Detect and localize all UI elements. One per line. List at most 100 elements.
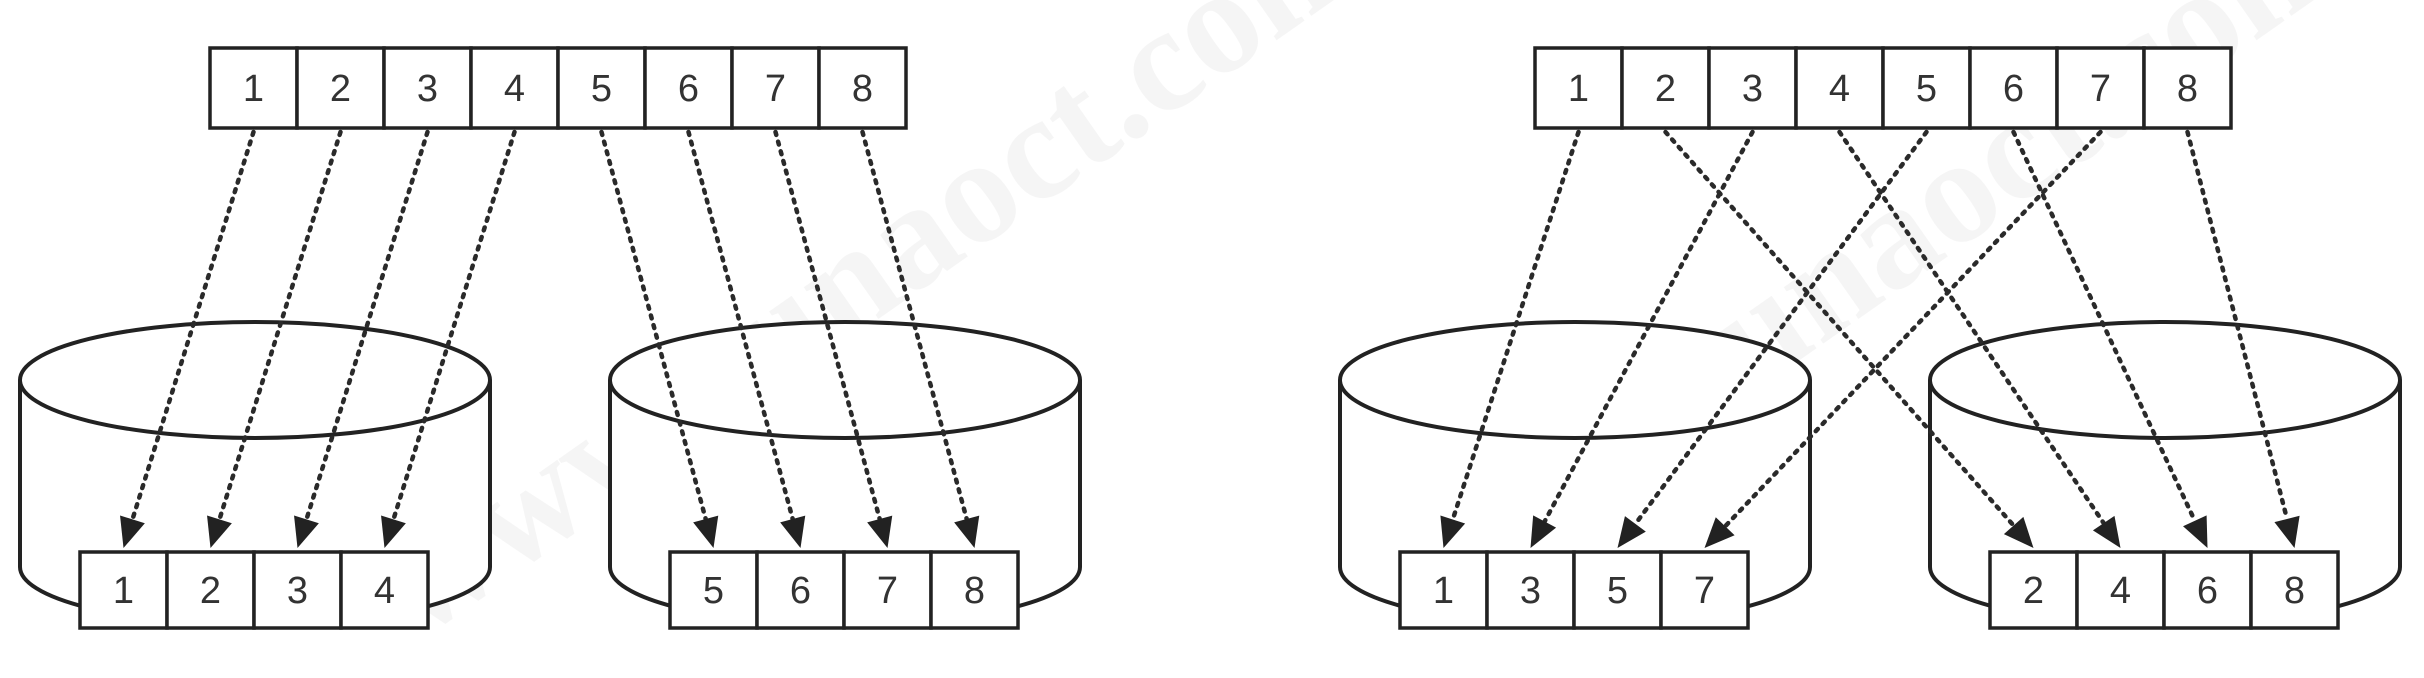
bucket-cell-left-box [668,550,759,630]
arrow-right-head [1530,515,1557,548]
bucket-cell-left: 2 [165,550,256,630]
arrow-left [860,129,980,548]
source-cell-left-label: 3 [417,68,438,110]
arrow-right-line [1722,129,2103,529]
source-cell-right-label: 4 [1829,68,1850,110]
source-cell-left-label: 2 [330,68,351,110]
bucket-cell-right: 4 [2075,550,2166,630]
bucket-cell-left-label: 8 [964,570,985,612]
bucket-cell-left: 1 [78,550,169,630]
source-cell-left-label: 6 [678,68,699,110]
arrow-left-line [599,129,708,522]
arrow-left-head [693,515,719,548]
source-cell-left: 2 [295,46,386,130]
arrow-right-head [2274,515,2300,548]
source-cell-right-label: 5 [1916,68,1937,110]
arrow-right [1440,129,1581,548]
arrow-right-line [1837,129,2106,526]
bucket-cell-left: 5 [668,550,759,630]
arrow-left [773,129,893,548]
source-cell-right-box [2142,46,2233,130]
source-cell-left-label: 5 [591,68,612,110]
source-cell-right: 7 [2055,46,2146,130]
cylinder-right-2-rim [1928,379,2402,440]
bucket-cell-right: 5 [1572,550,1663,630]
arrow-left-line [773,129,882,522]
bucket-cell-right-box [1988,550,2079,630]
source-cell-left: 6 [643,46,734,130]
source-cell-right-label: 3 [1742,68,1763,110]
arrow-right-line [2185,129,2290,522]
bucket-cell-right-box [1485,550,1576,630]
source-cell-right-box [2055,46,2146,130]
source-cell-right: 1 [1533,46,1624,130]
source-cell-left-box [817,46,908,130]
arrow-right-head [2092,515,2121,548]
cylinder-left-1 [18,320,492,627]
bucket-cell-right-label: 2 [2023,570,2044,612]
arrow-left-head [954,515,980,548]
source-cell-right-box [1968,46,2059,130]
source-cell-right-label: 1 [1568,68,1589,110]
arrow-right-head [2183,515,2208,548]
bucket-cell-left-box [339,550,430,630]
arrow-right-head [1440,515,1466,548]
source-cell-left-box [382,46,473,130]
source-cell-right-label: 8 [2177,68,2198,110]
source-cell-left: 3 [382,46,473,130]
source-cell-left: 8 [817,46,908,130]
bucket-cell-right-label: 1 [1433,570,1454,612]
bucket-cell-left: 4 [339,550,430,630]
arrow-left-line [686,129,795,522]
source-cell-left-box [730,46,821,130]
arrow-left [686,129,806,548]
arrow-right [1663,129,2034,548]
bucket-cell-right-box [2249,550,2340,630]
bucket-cell-right: 8 [2249,550,2340,630]
cylinder-left-2-rim [608,379,1082,440]
arrow-left-head [780,515,806,548]
arrow-left-line [304,129,430,522]
arrow-left-line [391,129,517,522]
bucket-cell-right: 3 [1485,550,1576,630]
cylinder-left-2 [608,320,1082,627]
arrow-right-line [2011,129,2198,524]
arrow-left [294,129,430,548]
source-cell-left-box [295,46,386,130]
source-cell-right: 6 [1968,46,2059,130]
arrow-left-head [867,515,893,548]
bucket-cell-left-label: 2 [200,570,221,612]
bucket-cell-left-label: 6 [790,570,811,612]
source-cell-left-box [643,46,734,130]
arrow-left-line [860,129,969,522]
bucket-cell-right: 2 [1988,550,2079,630]
source-cell-right-label: 2 [1655,68,1676,110]
bucket-cell-right-label: 8 [2284,570,2305,612]
source-cell-left: 7 [730,46,821,130]
source-cell-right: 3 [1707,46,1798,130]
source-cell-right-box [1707,46,1798,130]
arrow-right [2011,129,2208,548]
source-cell-left: 4 [469,46,560,130]
source-cell-left-label: 4 [504,68,525,110]
arrow-right-head [2003,516,2034,548]
bucket-cell-right: 6 [2162,550,2253,630]
source-cell-right-box [1533,46,1624,130]
bucket-cell-left: 6 [755,550,846,630]
source-cell-left-label: 1 [243,68,264,110]
bucket-cell-right-box [1572,550,1663,630]
source-cell-left-label: 7 [765,68,786,110]
source-cell-right-box [1794,46,1885,130]
source-cell-right: 5 [1881,46,1972,130]
bucket-cell-right-label: 3 [1520,570,1541,612]
arrow-right [1617,129,1929,548]
source-cell-right-box [1881,46,1972,130]
bucket-cell-left-label: 3 [287,570,308,612]
source-cell-right: 8 [2142,46,2233,130]
arrow-right-line [1633,129,1929,527]
arrow-right-head [1704,517,1735,548]
bucket-cell-right: 7 [1659,550,1750,630]
bucket-cell-left-box [165,550,256,630]
arrow-left-head [294,515,319,548]
